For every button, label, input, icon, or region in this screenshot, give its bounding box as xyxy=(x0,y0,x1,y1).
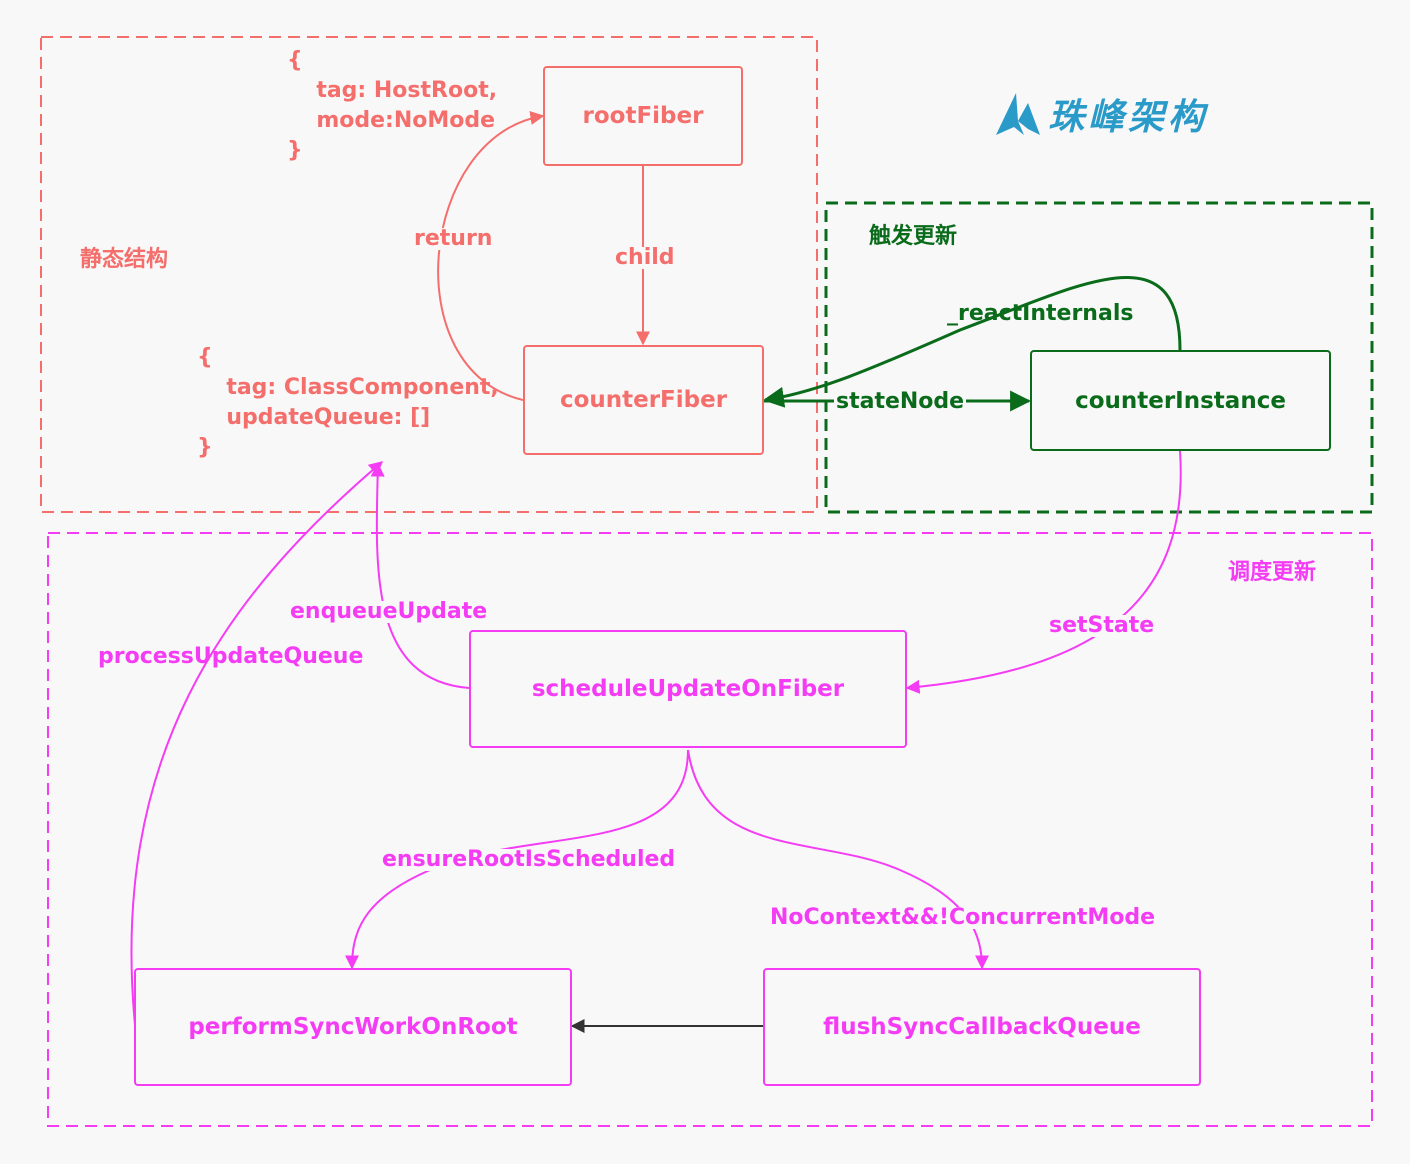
code-line: { xyxy=(287,48,303,73)
set-state-label: setState xyxy=(1047,613,1157,638)
code-line: } xyxy=(287,138,303,163)
enqueue-update-label: enqueueUpdate xyxy=(288,599,490,624)
enqueue-update-edge xyxy=(370,462,470,689)
perform-sync-node: performSyncWorkOnRoot xyxy=(134,968,572,1086)
trigger-section-frame xyxy=(824,201,1374,514)
process-update-queue-edge xyxy=(130,461,384,1026)
code-line: mode:NoMode xyxy=(301,108,496,133)
counter-instance-node: counterInstance xyxy=(1030,350,1331,451)
set-state-edge xyxy=(905,450,1182,694)
code-line: } xyxy=(197,435,213,460)
return-label: return xyxy=(412,226,495,251)
state-node-label: stateNode xyxy=(834,389,967,414)
code-line: tag: HostRoot, xyxy=(301,78,498,103)
counter-fiber-object: { tag: ClassComponent, updateQueue: [] } xyxy=(197,343,499,463)
static-section-title: 静态结构 xyxy=(80,247,169,272)
logo-mark-icon xyxy=(996,93,1040,135)
code-line: tag: ClassComponent, xyxy=(211,375,499,400)
react-internals-label: _reactInternals xyxy=(947,301,1134,326)
static-section-frame xyxy=(40,36,818,513)
ensure-root-label: ensureRootIsScheduled xyxy=(380,847,678,872)
react-internals-edge xyxy=(762,275,1182,408)
return-edge xyxy=(437,111,545,401)
root-fiber-object: { tag: HostRoot, mode:NoMode } xyxy=(287,46,497,166)
logo: 珠峰架构 xyxy=(994,88,1208,140)
trigger-section-title: 触发更新 xyxy=(869,224,958,249)
flush-sync-node: flushSyncCallbackQueue xyxy=(763,968,1201,1086)
logo-text: 珠峰架构 xyxy=(1048,97,1209,138)
child-label: child xyxy=(613,245,677,270)
no-context-edge xyxy=(687,749,989,970)
code-line: updateQueue: [] xyxy=(211,405,431,430)
schedule-section-title: 调度更新 xyxy=(1228,560,1317,585)
process-update-queue-label: processUpdateQueue xyxy=(98,644,364,669)
schedule-section-frame xyxy=(47,532,1373,1127)
counter-fiber-node: counterFiber xyxy=(523,345,764,455)
code-line: { xyxy=(197,345,213,370)
no-context-label: NoContext&&!ConcurrentMode xyxy=(768,905,1158,930)
schedule-update-node: scheduleUpdateOnFiber xyxy=(469,630,907,748)
root-fiber-node: rootFiber xyxy=(543,66,743,166)
